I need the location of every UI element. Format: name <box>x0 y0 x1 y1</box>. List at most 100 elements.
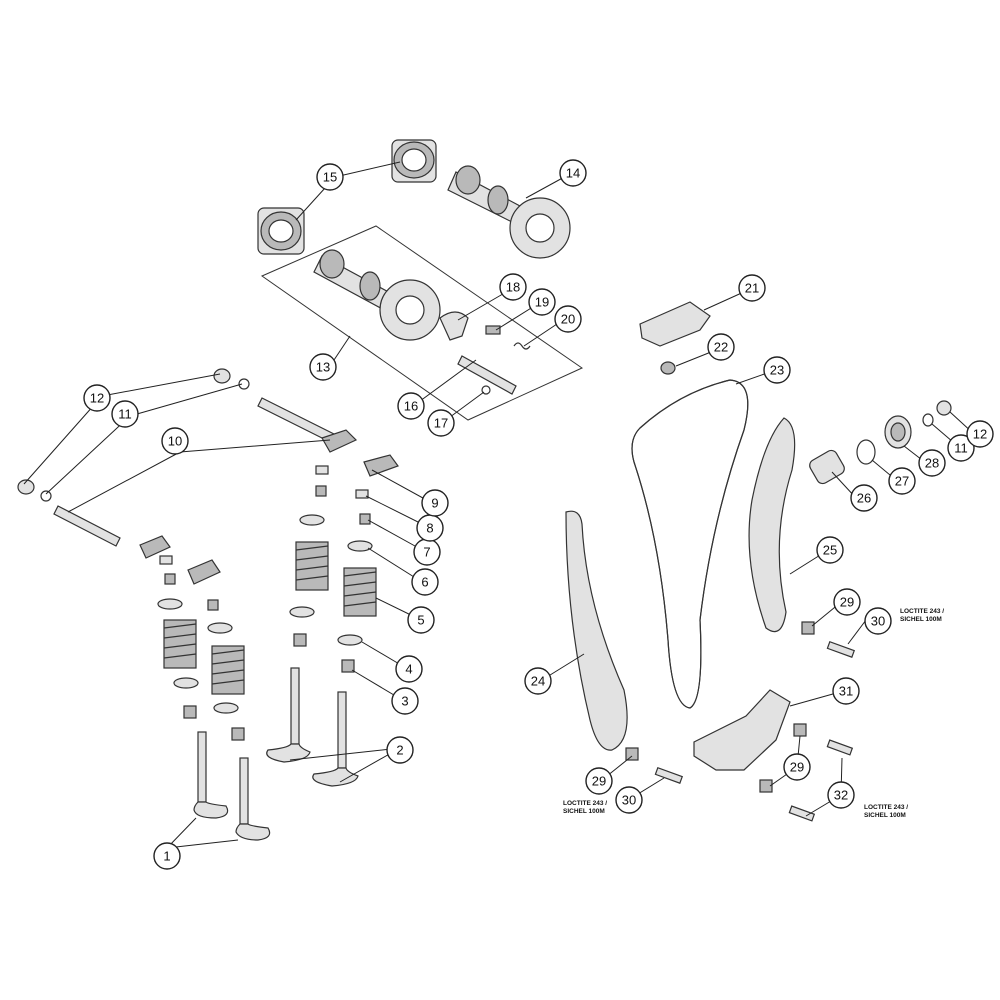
svg-text:12: 12 <box>973 427 987 442</box>
valve-stem-seal <box>183 705 197 719</box>
callout-17: 17 <box>427 409 455 437</box>
valve-cap <box>207 599 219 611</box>
callout-20: 20 <box>554 305 582 333</box>
svg-text:11: 11 <box>954 441 968 456</box>
bushing <box>625 747 639 761</box>
svg-text:5: 5 <box>417 613 424 628</box>
callout-28: 28 <box>918 449 946 477</box>
callout-10: 10 <box>161 427 189 455</box>
bolt <box>826 640 856 658</box>
valve-shim <box>315 465 329 475</box>
valve-spring <box>211 645 245 695</box>
callout-29-bottom-right: 29 <box>783 753 811 781</box>
svg-text:15: 15 <box>323 170 337 185</box>
svg-text:2: 2 <box>396 743 403 758</box>
decompressor-spring <box>513 342 531 350</box>
callouts: 1 2 3 4 5 6 7 8 9 10 11 12 13 14 15 16 1… <box>83 159 994 870</box>
callout-15: 15 <box>316 163 344 191</box>
callout-2: 2 <box>386 736 414 764</box>
svg-text:LOCTITE 243 /: LOCTITE 243 / <box>563 800 607 807</box>
intake-valve <box>193 731 229 819</box>
svg-text:10: 10 <box>168 434 182 449</box>
svg-text:16: 16 <box>404 399 418 414</box>
rocker-arm <box>139 535 171 559</box>
svg-text:20: 20 <box>561 312 575 327</box>
bolt <box>788 805 816 822</box>
svg-text:9: 9 <box>431 496 438 511</box>
guide-rail <box>565 510 628 751</box>
svg-text:LOCTITE 243 /: LOCTITE 243 / <box>900 608 944 615</box>
callout-24: 24 <box>524 667 552 695</box>
callout-14: 14 <box>559 159 587 187</box>
svg-text:23: 23 <box>770 363 784 378</box>
chain-bracket <box>693 689 791 771</box>
thread-locker-notes: LOCTITE 243 / SICHEL 100M LOCTITE 243 / … <box>563 608 944 819</box>
callout-30-bottom-left: 30 <box>615 786 643 814</box>
svg-text:28: 28 <box>925 456 939 471</box>
tensioner-o-ring <box>856 439 876 465</box>
tensioner-washer <box>922 413 934 427</box>
callout-11-left: 11 <box>111 400 139 428</box>
svg-text:17: 17 <box>434 416 448 431</box>
callout-16: 16 <box>397 392 425 420</box>
shaft-washer-upper <box>238 378 250 390</box>
svg-text:SICHEL 100M: SICHEL 100M <box>864 812 906 819</box>
callout-22: 22 <box>707 333 735 361</box>
spring-retainer <box>207 622 233 634</box>
callout-5: 5 <box>407 606 435 634</box>
intake-valve <box>235 757 271 841</box>
spring-seat <box>337 634 363 646</box>
tensioner-rail <box>748 417 796 633</box>
svg-text:24: 24 <box>531 674 545 689</box>
spring-seat <box>213 702 239 714</box>
callout-25: 25 <box>816 536 844 564</box>
svg-text:8: 8 <box>426 521 433 536</box>
callout-29-top: 29 <box>833 588 861 616</box>
shaft-plug-lower <box>17 479 35 495</box>
spring-retainer <box>157 598 183 610</box>
valve-spring <box>295 541 329 591</box>
callout-18: 18 <box>499 273 527 301</box>
svg-text:3: 3 <box>401 694 408 709</box>
exhaust-valve <box>266 667 311 763</box>
loctite-note-bottom-left: LOCTITE 243 / SICHEL 100M <box>563 800 607 815</box>
svg-text:31: 31 <box>839 684 853 699</box>
callout-7: 7 <box>413 538 441 566</box>
guide-rubber-stop <box>660 361 676 375</box>
valve-cap <box>164 573 176 585</box>
timing-chain <box>631 379 749 709</box>
svg-text:1: 1 <box>163 849 170 864</box>
svg-text:13: 13 <box>316 360 330 375</box>
valve-stem-seal <box>341 659 355 673</box>
decompressor-pin <box>485 325 501 335</box>
callout-11-right: 11 <box>947 434 975 462</box>
callout-1: 1 <box>153 842 181 870</box>
camshaft-group-frame <box>260 225 584 421</box>
spring-seat <box>289 606 315 618</box>
valve-train-parts <box>17 368 399 841</box>
loctite-note-top: LOCTITE 243 / SICHEL 100M <box>900 608 944 623</box>
rocker-shaft-lower <box>53 505 121 547</box>
svg-text:LOCTITE 243 /: LOCTITE 243 / <box>864 804 908 811</box>
callout-27: 27 <box>888 467 916 495</box>
camshaft-bearing <box>257 207 305 255</box>
valve-shim <box>355 489 369 499</box>
valve-spring <box>343 567 377 617</box>
callout-9: 9 <box>421 489 449 517</box>
svg-text:18: 18 <box>506 280 520 295</box>
exhaust-valve <box>312 691 359 787</box>
svg-text:21: 21 <box>745 281 759 296</box>
svg-text:19: 19 <box>535 295 549 310</box>
callout-26: 26 <box>850 484 878 512</box>
bushing <box>801 621 815 635</box>
callout-19: 19 <box>528 288 556 316</box>
svg-text:14: 14 <box>566 166 580 181</box>
svg-text:22: 22 <box>714 340 728 355</box>
callout-6: 6 <box>411 568 439 596</box>
shaft-plug-upper <box>213 368 231 384</box>
valve-cap <box>315 485 327 497</box>
callout-23: 23 <box>763 356 791 384</box>
spring-retainer <box>299 514 325 526</box>
chain-guide-top <box>639 301 711 347</box>
valve-stem-seal <box>293 633 307 647</box>
